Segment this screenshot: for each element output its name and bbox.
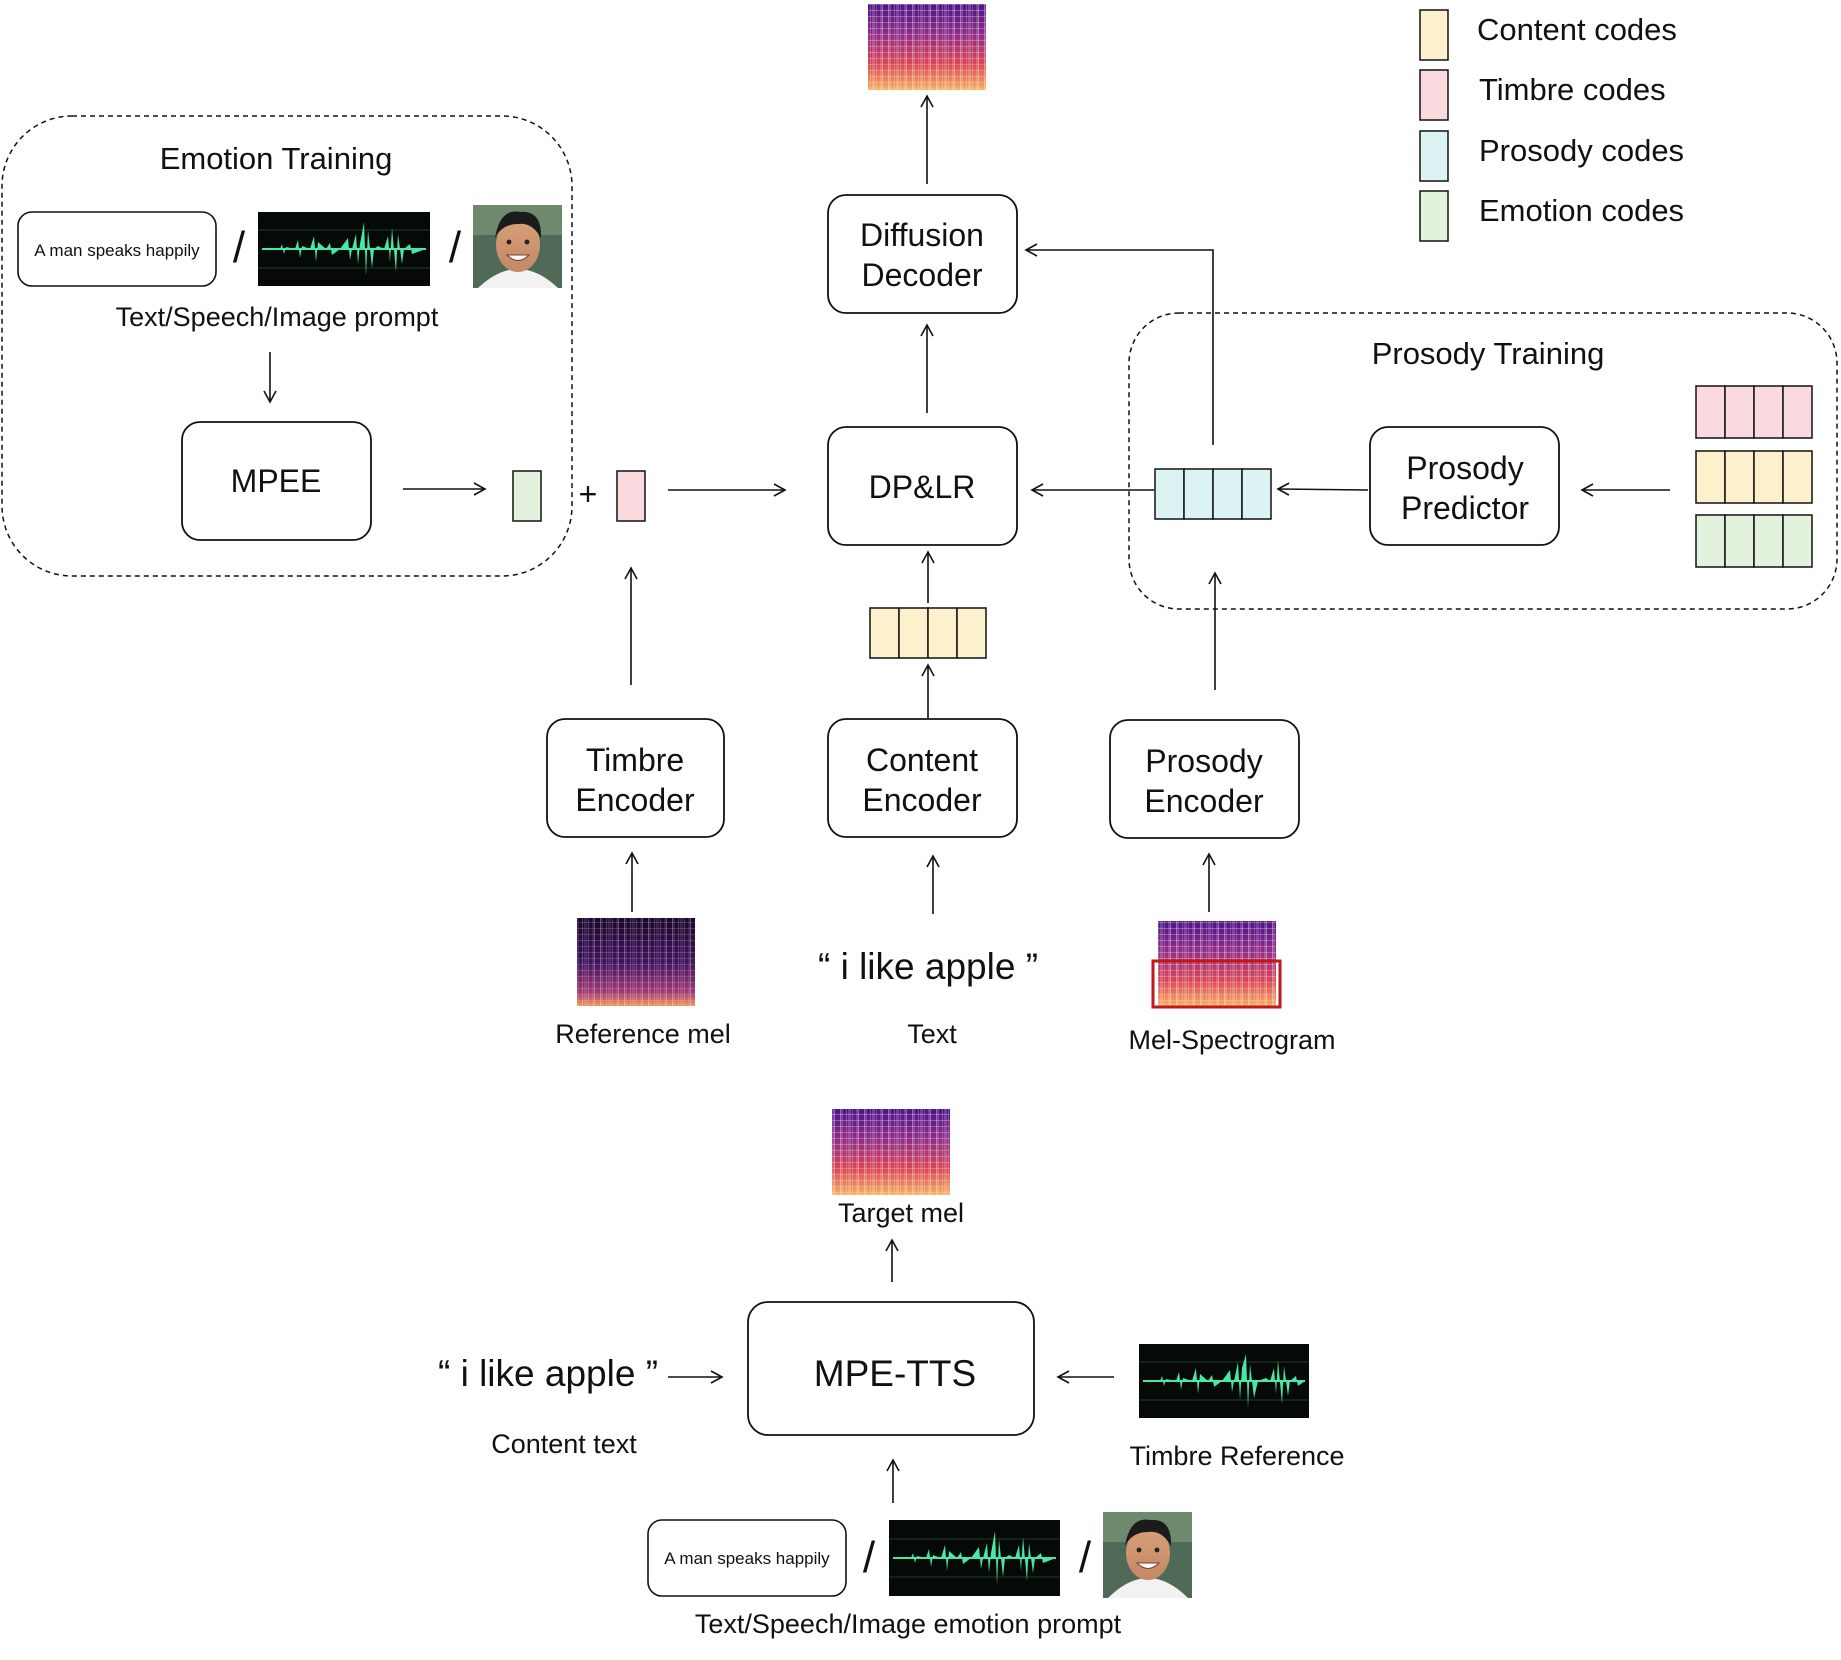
legend-emotion-label: Emotion codes (1479, 193, 1684, 228)
prosody-encoder-line2: Encoder (1144, 783, 1264, 819)
prosody-codes-to-decoder-arrow (1024, 243, 1214, 445)
mel-spectrogram-input (1151, 921, 1282, 1009)
prosody-encoder-block (1109, 719, 1300, 839)
mel-segment-highlight (1151, 959, 1282, 1009)
content-encoder-line1: Content (866, 742, 978, 778)
dplr-block (827, 426, 1018, 546)
inference-separator-2: / (1079, 1533, 1092, 1582)
timbre-reference-label: Timbre Reference (1129, 1441, 1344, 1471)
prosody-predictor-line2: Predictor (1401, 490, 1529, 526)
legend-swatch-content (1419, 9, 1449, 61)
plus-sign: + (579, 476, 598, 512)
input-text-caption: Text (907, 1019, 957, 1049)
prosody-training-title: Prosody Training (1372, 336, 1605, 371)
content-code-cells (869, 607, 987, 659)
emotion-training-title: Emotion Training (160, 141, 393, 176)
timbre-encoder-block (546, 718, 725, 838)
legend-content-label: Content codes (1477, 12, 1677, 47)
dplr-label: DP&LR (869, 469, 976, 505)
emotion-prompt-caption: Text/Speech/Image emotion prompt (695, 1609, 1122, 1639)
legend-swatch-timbre (1419, 69, 1449, 121)
diffusion-decoder-line1: Diffusion (860, 217, 984, 253)
inference-text-prompt-box (647, 1519, 847, 1597)
reference-mel-spectrogram (577, 918, 695, 1006)
timbre-encoder-line1: Timbre (586, 742, 684, 778)
timbre-code-cell (616, 470, 646, 522)
content-text-caption: Content text (491, 1429, 637, 1459)
content-text-quote: “ i like apple ” (438, 1353, 658, 1394)
mpe-tts-block (747, 1301, 1035, 1436)
prompt-separator-1: / (233, 223, 246, 272)
mpee-block (181, 421, 372, 541)
input-timbre-code-cells (1695, 385, 1813, 439)
inference-image-photo (1103, 1512, 1192, 1598)
reference-mel-label: Reference mel (555, 1019, 731, 1049)
input-emotion-code-cells (1695, 514, 1813, 568)
diffusion-decoder-line2: Decoder (862, 257, 983, 293)
text-prompt-box (17, 211, 217, 287)
prosody-training-panel: Prosody Training Prosody Predictor (1128, 312, 1838, 610)
legend-swatch-emotion (1419, 190, 1449, 242)
legend-swatch-prosody (1419, 130, 1449, 182)
text-prompt-label: A man speaks happily (34, 241, 200, 260)
mel-spectrogram-label: Mel-Spectrogram (1128, 1025, 1335, 1055)
input-text-quote: “ i like apple ” (818, 946, 1038, 987)
prompt-separator-2: / (449, 223, 462, 272)
legend-prosody-label: Prosody codes (1479, 133, 1684, 168)
output-mel-spectrogram (868, 4, 986, 90)
inference-text-prompt-label: A man speaks happily (664, 1549, 830, 1568)
prosody-predictor-line1: Prosody (1406, 450, 1523, 486)
inference-separator-1: / (863, 1533, 876, 1582)
prosody-predictor-block (1369, 426, 1560, 546)
emotion-code-cell (512, 470, 542, 522)
emotion-training-border (1, 115, 573, 577)
mpe-tts-label: MPE-TTS (814, 1353, 976, 1394)
predictor-to-prosody-codes-arrow (1276, 482, 1369, 496)
inference-speech-waveform (889, 1520, 1060, 1596)
prosody-code-cells (1154, 468, 1272, 520)
content-encoder-block (827, 718, 1018, 838)
legend-timbre-label: Timbre codes (1479, 72, 1666, 107)
speech-prompt-waveform (258, 212, 430, 286)
diffusion-decoder-block (827, 194, 1018, 314)
prosody-encoder-line1: Prosody (1145, 743, 1262, 779)
target-mel-spectrogram (832, 1109, 950, 1195)
timbre-reference-waveform (1139, 1344, 1309, 1418)
emotion-training-panel: Emotion Training A man speaks happily / … (1, 115, 573, 577)
content-encoder-line2: Encoder (862, 782, 982, 818)
image-prompt-photo (473, 205, 562, 288)
prompt-caption: Text/Speech/Image prompt (116, 302, 439, 332)
prosody-training-border (1128, 312, 1838, 610)
target-mel-label: Target mel (838, 1198, 964, 1228)
legend: Content codes Timbre codes Prosody codes… (1419, 9, 1684, 242)
input-content-code-cells (1695, 450, 1813, 504)
timbre-encoder-line2: Encoder (575, 782, 695, 818)
mpee-label: MPEE (231, 463, 322, 499)
